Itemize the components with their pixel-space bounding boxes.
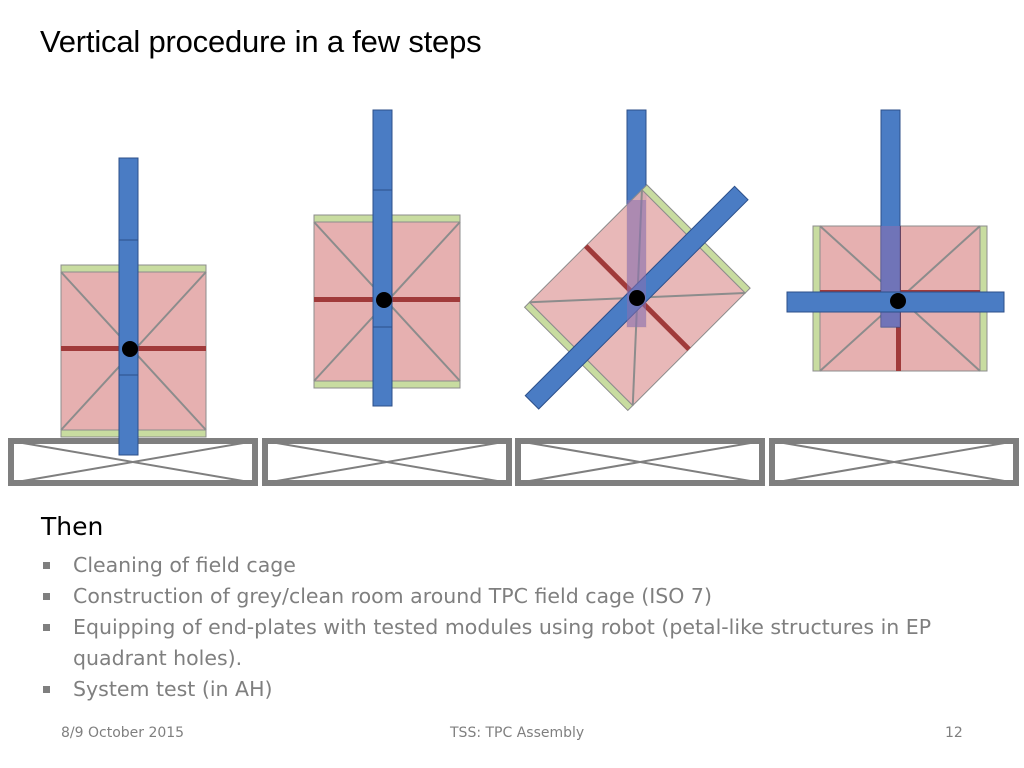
list-item: System test (in AH) <box>40 674 940 705</box>
footer-title: TSS: TPC Assembly <box>450 725 585 741</box>
section-heading: Then <box>41 512 104 541</box>
list-item: Equipping of end-plates with tested modu… <box>40 612 940 674</box>
stand-3 <box>515 438 765 486</box>
list-item: Cleaning of field cage <box>40 550 940 581</box>
pivot-point-3 <box>629 290 645 306</box>
bullet-list: Cleaning of field cage Construction of g… <box>40 550 940 705</box>
step-1-assembly <box>60 157 207 456</box>
pivot-point-4 <box>890 293 906 309</box>
step-3-assembly <box>523 109 751 412</box>
list-item: Construction of grey/clean room around T… <box>40 581 940 612</box>
slide-title: Vertical procedure in a few steps <box>40 24 482 59</box>
pivot-point-1 <box>122 341 138 357</box>
footer-date: 8/9 October 2015 <box>61 725 185 741</box>
stand-2 <box>262 438 512 486</box>
vertical-procedure-diagram <box>8 109 1019 486</box>
step-2-assembly <box>313 109 461 407</box>
step-4-assembly <box>786 109 1005 372</box>
page-number: 12 <box>945 725 963 741</box>
stand-4 <box>769 438 1019 486</box>
pivot-point-2 <box>376 292 392 308</box>
